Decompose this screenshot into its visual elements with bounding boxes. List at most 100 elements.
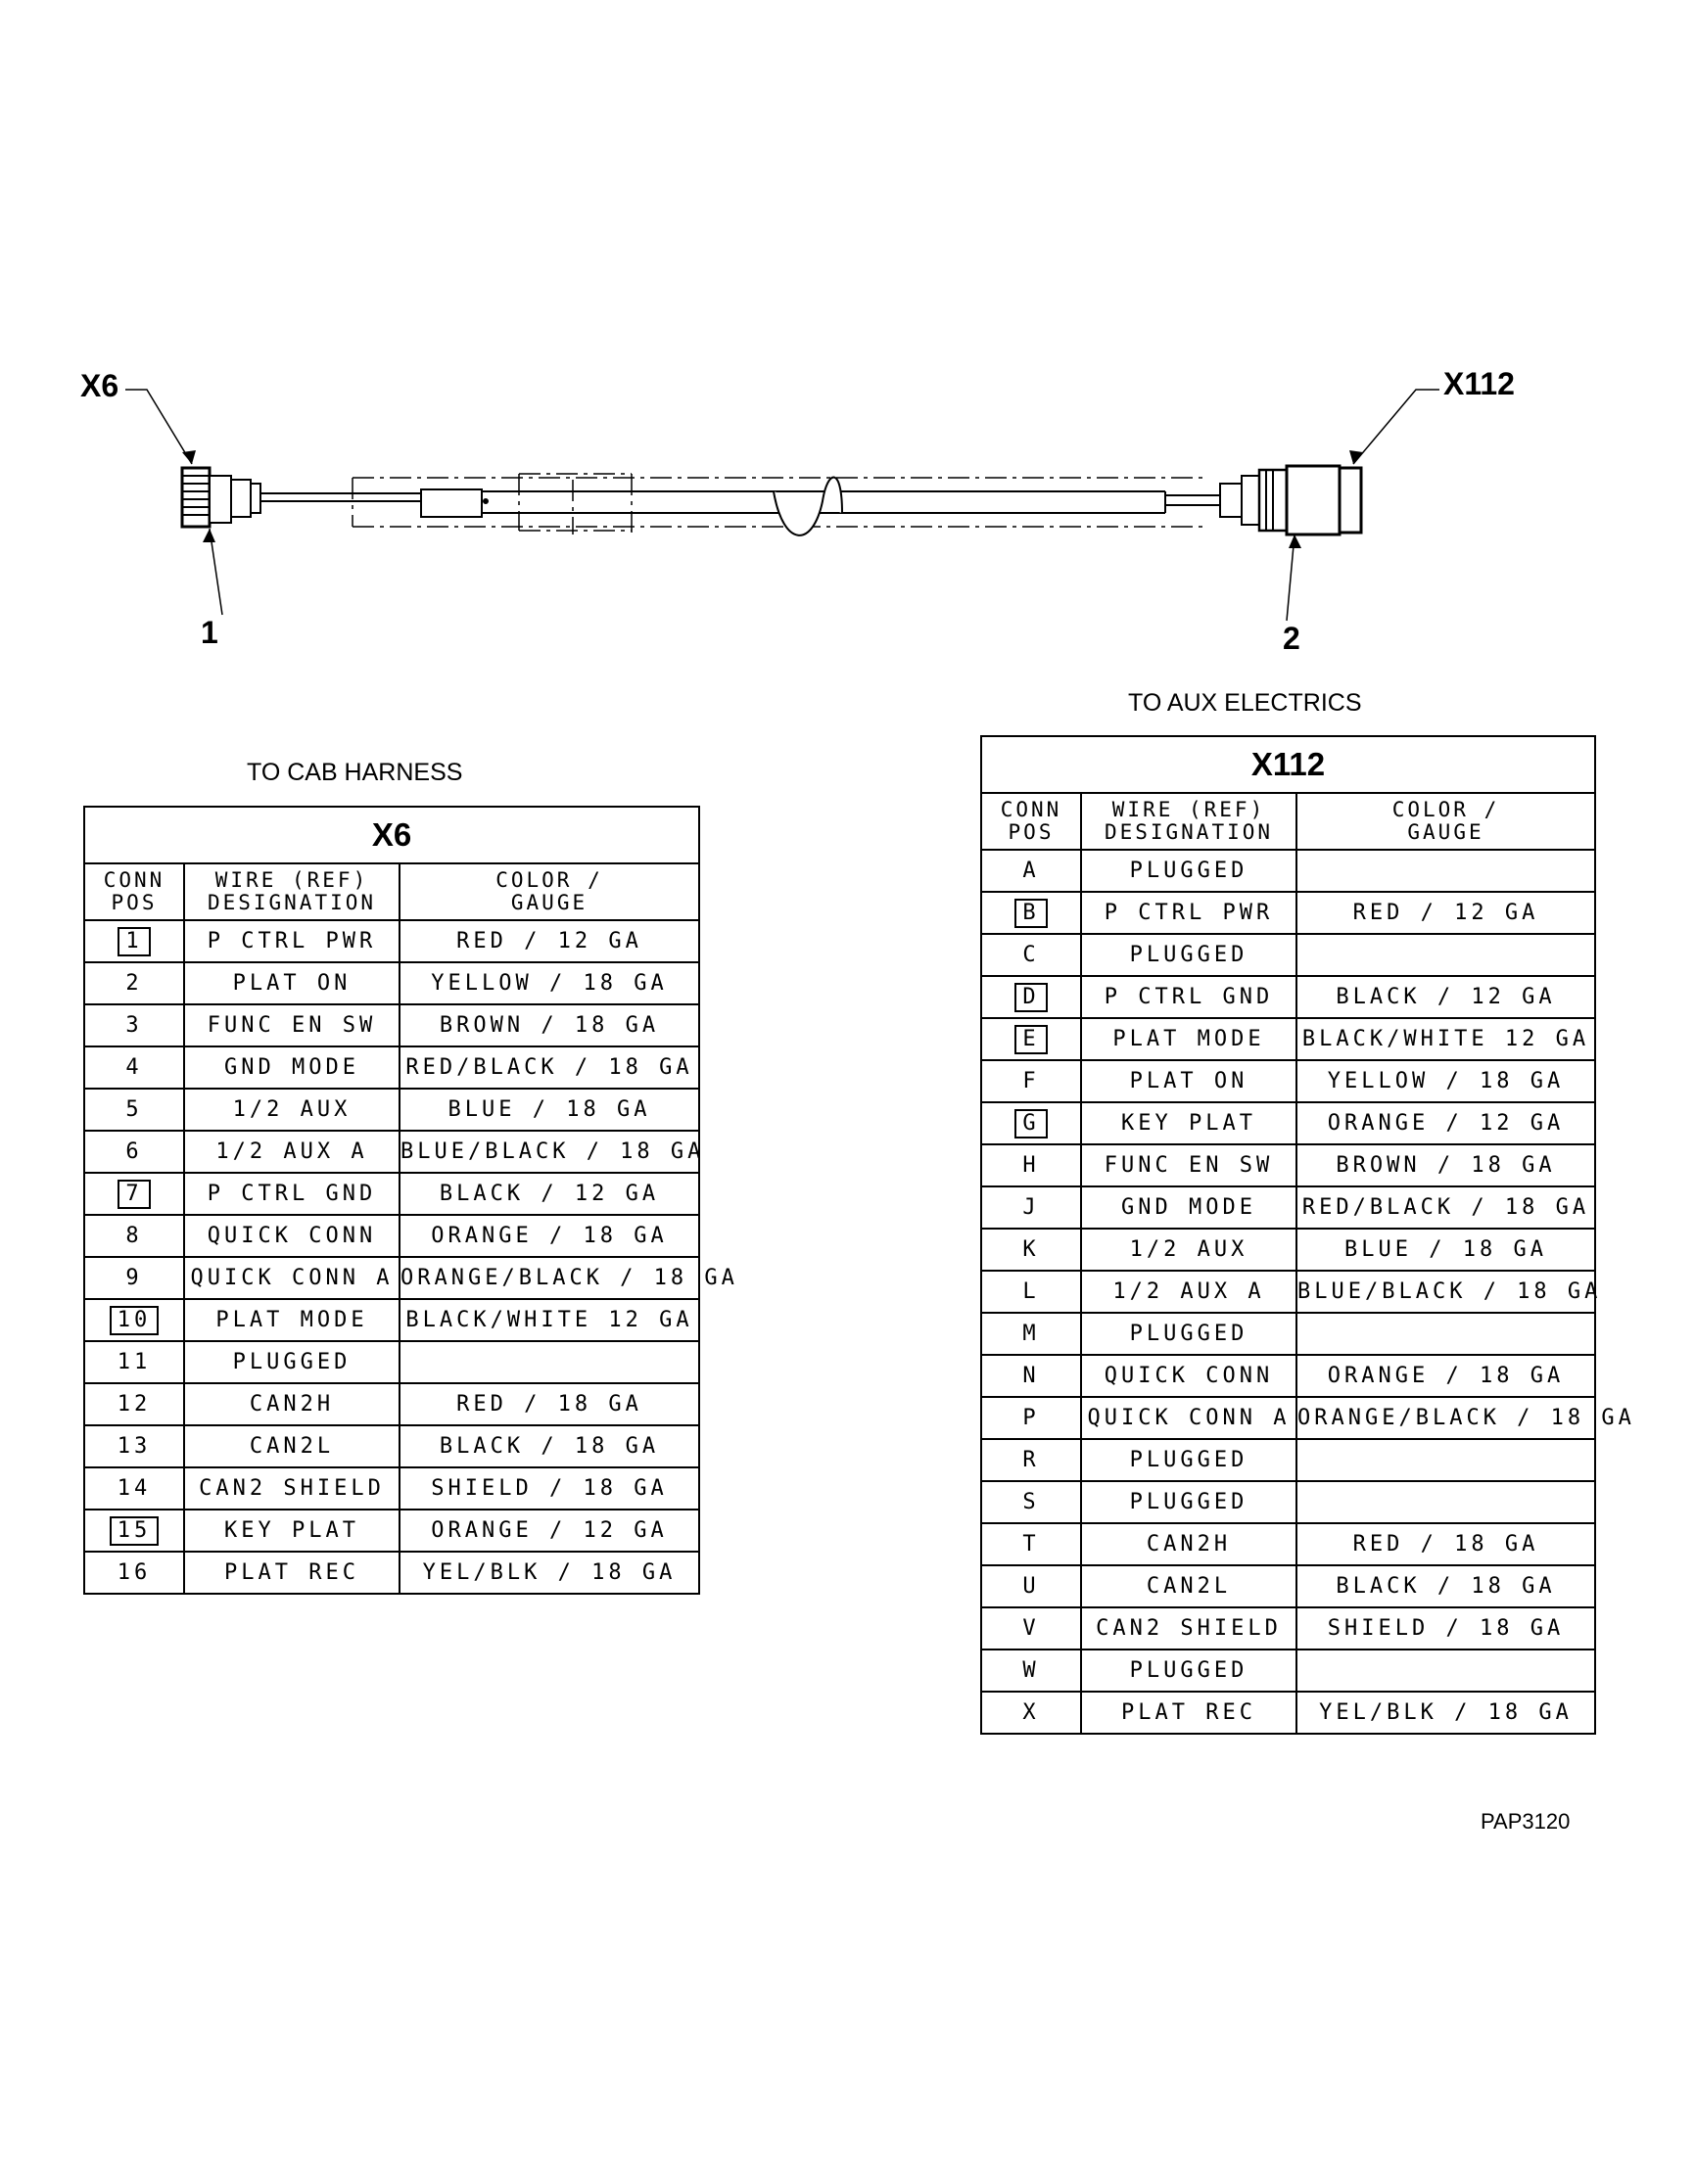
pin-number: 14 (117, 1476, 152, 1501)
conn-pos-cell: F (980, 1059, 1082, 1103)
color-gauge-cell (1295, 933, 1596, 977)
wire-designation-cell: PLAT REC (183, 1551, 400, 1595)
conn-pos-cell: T (980, 1522, 1082, 1566)
x6-connector-shape (180, 466, 261, 529)
pin-number: L (1022, 1279, 1040, 1304)
boxed-pin-number: 7 (118, 1179, 151, 1209)
wire-designation-cell: P CTRL GND (183, 1172, 400, 1216)
color-gauge-cell (399, 1340, 700, 1384)
color-gauge-cell: BLACK/WHITE 12 GA (1295, 1017, 1596, 1061)
table-row: 11 PLUGGED (83, 1340, 700, 1384)
color-gauge-cell: ORANGE / 18 GA (399, 1214, 700, 1258)
header-color-gauge: COLOR /GAUGE (399, 862, 700, 921)
color-gauge-cell: RED/BLACK / 18 GA (399, 1046, 700, 1090)
color-gauge-cell: RED / 18 GA (1295, 1522, 1596, 1566)
color-gauge-cell: SHIELD / 18 GA (399, 1466, 700, 1510)
wire-designation-cell: GND MODE (183, 1046, 400, 1090)
header-wire-designation: WIRE (REF)DESIGNATION (183, 862, 400, 921)
color-gauge-cell: BLUE/BLACK / 18 GA (1295, 1270, 1597, 1314)
conn-pos-cell: 13 (83, 1424, 185, 1468)
item-number-1: 1 (201, 615, 218, 650)
color-gauge-cell: ORANGE / 12 GA (399, 1509, 700, 1553)
color-gauge-cell: BLACK / 12 GA (399, 1172, 700, 1216)
pin-number: X (1022, 1700, 1040, 1725)
table-title: X6 (83, 806, 700, 864)
conn-pos-cell: K (980, 1228, 1082, 1272)
wire-designation-cell: CAN2 SHIELD (1080, 1606, 1297, 1650)
color-gauge-cell: BLACK / 18 GA (1295, 1564, 1596, 1608)
color-gauge-cell: BROWN / 18 GA (399, 1003, 700, 1047)
wire-designation-cell: PLUGGED (1080, 1438, 1297, 1482)
boxed-pin-number: E (1014, 1024, 1048, 1054)
color-gauge-cell (1295, 1312, 1596, 1356)
boxed-pin-number: 15 (109, 1515, 160, 1546)
wire-designation-cell: PLUGGED (183, 1340, 400, 1384)
boxed-pin-number: G (1014, 1108, 1048, 1138)
conn-pos-cell: 4 (83, 1046, 185, 1090)
wire-designation-cell: CAN2 SHIELD (183, 1466, 400, 1510)
color-gauge-cell (1295, 849, 1596, 893)
wire-designation-cell: QUICK CONN A (183, 1256, 400, 1300)
wire-designation-cell: 1/2 AUX (183, 1088, 400, 1132)
conn-pos-cell: D (980, 975, 1082, 1019)
color-gauge-cell: RED / 12 GA (399, 919, 700, 963)
wire-designation-cell: CAN2L (183, 1424, 400, 1468)
conn-pos-cell: 2 (83, 961, 185, 1005)
wire-designation-cell: 1/2 AUX A (183, 1130, 400, 1174)
conn-pos-cell: 1 (83, 919, 185, 963)
wire-designation-cell: KEY PLAT (1080, 1101, 1297, 1145)
pin-number: R (1022, 1448, 1040, 1472)
table-row: R PLUGGED (980, 1438, 1596, 1482)
pin-number: U (1022, 1574, 1040, 1599)
wire-designation-cell: QUICK CONN (1080, 1354, 1297, 1398)
wire-designation-cell: P CTRL GND (1080, 975, 1297, 1019)
wire-designation-cell: FUNC EN SW (1080, 1143, 1297, 1187)
color-gauge-cell: BROWN / 18 GA (1295, 1143, 1596, 1187)
conn-pos-cell: 16 (83, 1551, 185, 1595)
wire-designation-cell: PLAT ON (1080, 1059, 1297, 1103)
wire-designation-cell: CAN2L (1080, 1564, 1297, 1608)
pin-number: 12 (117, 1392, 152, 1417)
wire-designation-cell: QUICK CONN A (1080, 1396, 1297, 1440)
pin-number: C (1022, 943, 1040, 967)
conn-pos-cell: 3 (83, 1003, 185, 1047)
pin-number: 11 (117, 1350, 152, 1374)
color-gauge-cell (1295, 1649, 1596, 1693)
boxed-pin-number: B (1014, 898, 1048, 928)
pin-number: 8 (125, 1224, 143, 1248)
table-title: X112 (980, 735, 1596, 794)
wire-designation-cell: PLAT MODE (1080, 1017, 1297, 1061)
caption-to-cab-harness: TO CAB HARNESS (247, 759, 463, 786)
wire-designation-cell: KEY PLAT (183, 1509, 400, 1553)
conn-pos-cell: 15 (83, 1509, 185, 1553)
color-gauge-cell: YELLOW / 18 GA (1295, 1059, 1596, 1103)
wire-designation-cell: PLUGGED (1080, 849, 1297, 893)
color-gauge-cell: SHIELD / 18 GA (1295, 1606, 1596, 1650)
wire-designation-cell: CAN2H (183, 1382, 400, 1426)
wire-designation-cell: PLAT REC (1080, 1691, 1297, 1735)
wire-designation-cell: P CTRL PWR (183, 919, 400, 963)
conn-pos-cell: 11 (83, 1340, 185, 1384)
